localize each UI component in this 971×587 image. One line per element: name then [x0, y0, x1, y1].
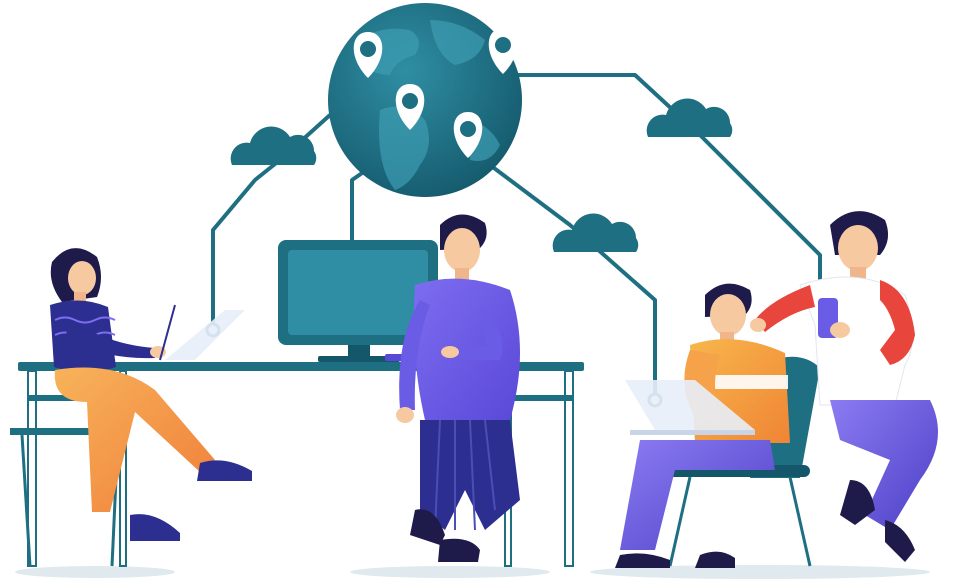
man-at-monitor: [396, 214, 520, 562]
ground-shadows: [15, 565, 930, 579]
location-pin-icon: [353, 32, 383, 78]
man-on-chair-with-laptop: [615, 283, 820, 568]
man-with-phone: [750, 211, 938, 562]
location-pin-icon: [453, 112, 483, 158]
desktop-monitor: [278, 240, 438, 362]
cloud-icon: [552, 213, 639, 252]
location-pin-icon: [395, 84, 425, 130]
cloud-icon: [230, 126, 317, 165]
woman-with-laptop: [10, 248, 252, 567]
location-pin-icon: [488, 28, 518, 74]
cloud-icon: [646, 98, 733, 137]
